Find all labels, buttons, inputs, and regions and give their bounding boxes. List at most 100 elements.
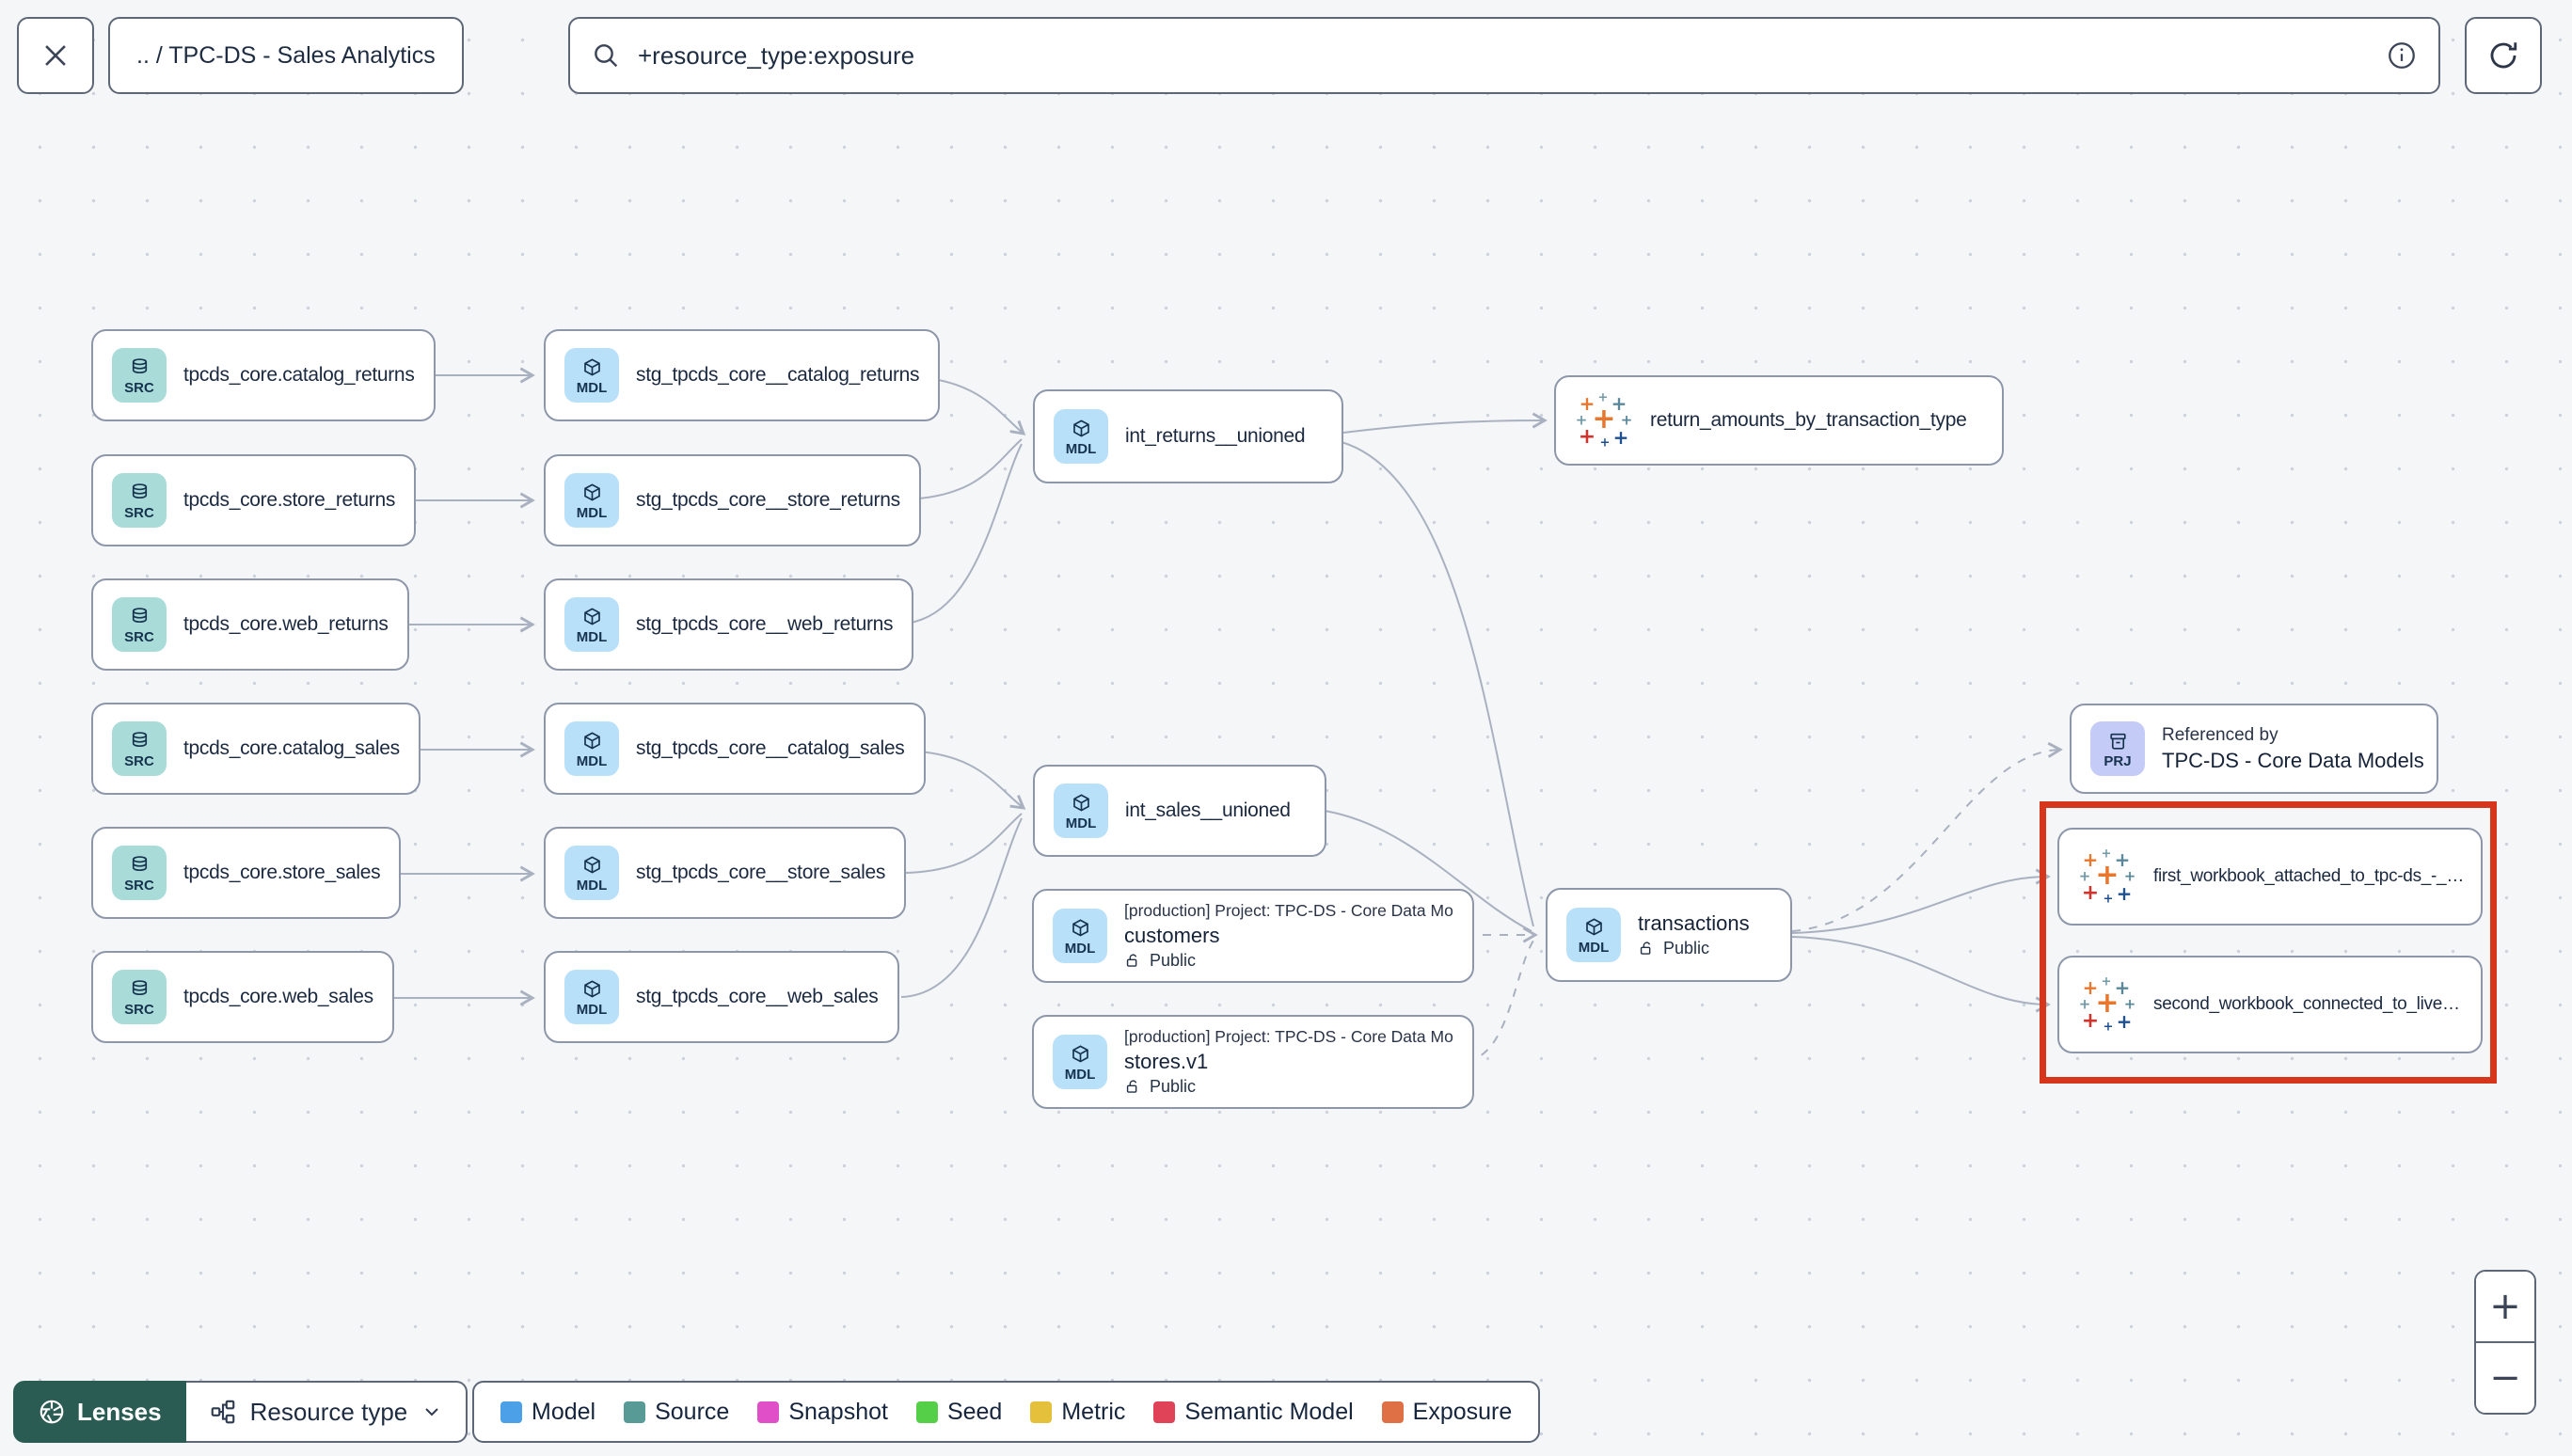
close-button[interactable] — [17, 17, 94, 94]
node-label: tpcds_core.web_returns — [183, 613, 389, 635]
source-badge: SRC — [112, 473, 167, 528]
graph-node-transactions[interactable]: MDL transactions Public — [1546, 888, 1792, 982]
search-bar[interactable] — [568, 17, 2440, 94]
model-badge: MDL — [564, 721, 619, 776]
legend-swatch — [624, 1401, 646, 1423]
database-icon — [128, 606, 151, 629]
graph-node-stg-catalog-returns[interactable]: MDL stg_tpcds_core__catalog_returns — [544, 329, 941, 421]
resource-type-dropdown[interactable]: Resource type — [185, 1381, 468, 1443]
zoom-out-button[interactable]: − — [2476, 1343, 2534, 1413]
node-label: stg_tpcds_core__web_sales — [636, 986, 879, 1007]
node-label: stg_tpcds_core__store_sales — [636, 862, 886, 883]
tableau-icon: + + + + + + + + + — [2078, 847, 2136, 907]
node-label: int_returns__unioned — [1125, 425, 1306, 447]
aperture-icon — [38, 1398, 66, 1426]
graph-node-exposure-second-workbook[interactable]: + + + + + + + + + second_workbook_connec… — [2057, 956, 2483, 1053]
close-icon — [40, 40, 71, 71]
graph-node-exposure-return-amounts[interactable]: + + + + + + + + + return_amounts_by_tran… — [1554, 375, 2004, 466]
tableau-icon: + + + + + + + + + — [2078, 974, 2136, 1035]
node-label: tpcds_core.catalog_returns — [183, 364, 415, 386]
info-icon[interactable] — [2386, 40, 2418, 71]
graph-node-source-web-sales[interactable]: SRC tpcds_core.web_sales — [91, 951, 394, 1043]
cube-icon — [1069, 1043, 1092, 1067]
legend-item-semantic-model: Semantic Model — [1153, 1399, 1354, 1426]
legend-item-exposure: Exposure — [1381, 1399, 1512, 1426]
database-icon — [128, 730, 151, 753]
legend-swatch — [915, 1401, 938, 1423]
legend-swatch — [1153, 1401, 1176, 1423]
node-visibility: Public — [1124, 1077, 1453, 1097]
graph-node-stg-store-sales[interactable]: MDL stg_tpcds_core__store_sales — [544, 827, 907, 919]
legend-swatch — [757, 1401, 780, 1423]
resource-type-legend: Model Source Snapshot Seed Metric Semant… — [472, 1381, 1541, 1443]
breadcrumb-label: .. / TPC-DS - Sales Analytics — [136, 41, 436, 69]
legend-item-snapshot: Snapshot — [757, 1399, 888, 1426]
graph-node-stg-catalog-sales[interactable]: MDL stg_tpcds_core__catalog_sales — [544, 703, 926, 795]
resource-type-icon — [209, 1398, 237, 1426]
node-visibility: Public — [1638, 939, 1750, 958]
source-badge: SRC — [112, 597, 167, 652]
cube-icon — [1070, 418, 1093, 441]
legend-item-model: Model — [500, 1399, 595, 1426]
model-badge: MDL — [1053, 909, 1107, 963]
search-input[interactable] — [636, 40, 2371, 71]
chevron-down-icon — [421, 1401, 443, 1423]
cube-icon — [580, 854, 604, 878]
lock-open-icon — [1124, 952, 1142, 970]
node-project-line: [production] Project: TPC-DS - Core Data… — [1124, 1027, 1453, 1046]
graph-node-referenced-by-project[interactable]: PRJ Referenced by TPC-DS - Core Data Mod… — [2070, 704, 2438, 794]
graph-node-int-returns-unioned[interactable]: MDL int_returns__unioned — [1033, 389, 1343, 483]
model-badge: MDL — [1054, 409, 1108, 464]
refresh-icon — [2486, 39, 2520, 72]
graph-node-int-sales-unioned[interactable]: MDL int_sales__unioned — [1033, 765, 1326, 857]
legend-item-source: Source — [624, 1399, 729, 1426]
node-label: return_amounts_by_transaction_type — [1650, 409, 1967, 431]
graph-node-source-catalog-sales[interactable]: SRC tpcds_core.catalog_sales — [91, 703, 421, 795]
project-badge: PRJ — [2090, 721, 2145, 776]
model-badge: MDL — [564, 473, 619, 528]
source-badge: SRC — [112, 721, 167, 776]
search-icon — [591, 40, 621, 71]
node-label: tpcds_core.store_returns — [183, 489, 396, 511]
graph-node-stg-web-returns[interactable]: MDL stg_tpcds_core__web_returns — [544, 578, 914, 671]
graph-node-stg-web-sales[interactable]: MDL stg_tpcds_core__web_sales — [544, 951, 899, 1043]
cube-icon — [580, 606, 604, 629]
refresh-button[interactable] — [2465, 17, 2542, 94]
referenced-by-project: TPC-DS - Core Data Models — [2162, 748, 2424, 772]
graph-node-stg-store-returns[interactable]: MDL stg_tpcds_core__store_returns — [544, 454, 921, 546]
graph-node-source-store-sales[interactable]: SRC tpcds_core.store_sales — [91, 827, 402, 919]
node-visibility: Public — [1124, 951, 1453, 971]
graph-node-source-catalog-returns[interactable]: SRC tpcds_core.catalog_returns — [91, 329, 436, 421]
archive-icon — [2106, 730, 2130, 753]
lock-open-icon — [1638, 940, 1656, 957]
cube-icon — [1070, 792, 1093, 815]
lenses-button[interactable]: Lenses — [13, 1381, 186, 1443]
zoom-in-button[interactable]: + — [2476, 1272, 2534, 1343]
graph-node-stores-v1[interactable]: MDL [production] Project: TPC-DS - Core … — [1032, 1015, 1474, 1109]
source-badge: SRC — [112, 348, 167, 403]
database-icon — [128, 356, 151, 380]
model-badge: MDL — [1566, 908, 1621, 962]
referenced-by-title: Referenced by — [2162, 724, 2278, 745]
source-badge: SRC — [112, 970, 167, 1024]
lens-controls: Lenses Resource type — [13, 1381, 468, 1443]
breadcrumb[interactable]: .. / TPC-DS - Sales Analytics — [108, 17, 464, 94]
graph-node-customers[interactable]: MDL [production] Project: TPC-DS - Core … — [1032, 889, 1474, 983]
graph-node-exposure-first-workbook[interactable]: + + + + + + + + + first_workbook_attache… — [2057, 828, 2483, 926]
graph-node-source-store-returns[interactable]: SRC tpcds_core.store_returns — [91, 454, 417, 546]
node-label: int_sales__unioned — [1125, 799, 1291, 821]
node-label: tpcds_core.store_sales — [183, 862, 381, 883]
model-badge: MDL — [564, 597, 619, 652]
database-icon — [128, 854, 151, 878]
tableau-icon: + + + + + + + + + — [1575, 390, 1633, 451]
node-label: tpcds_core.web_sales — [183, 986, 373, 1007]
cube-icon — [580, 356, 604, 380]
node-label: transactions — [1638, 911, 1750, 935]
node-label: second_workbook_connected_to_live… — [2153, 994, 2460, 1014]
graph-node-source-web-returns[interactable]: SRC tpcds_core.web_returns — [91, 578, 409, 671]
cube-icon — [580, 482, 604, 505]
legend-swatch — [1030, 1401, 1053, 1423]
source-badge: SRC — [112, 846, 167, 900]
legend-item-metric: Metric — [1030, 1399, 1125, 1426]
